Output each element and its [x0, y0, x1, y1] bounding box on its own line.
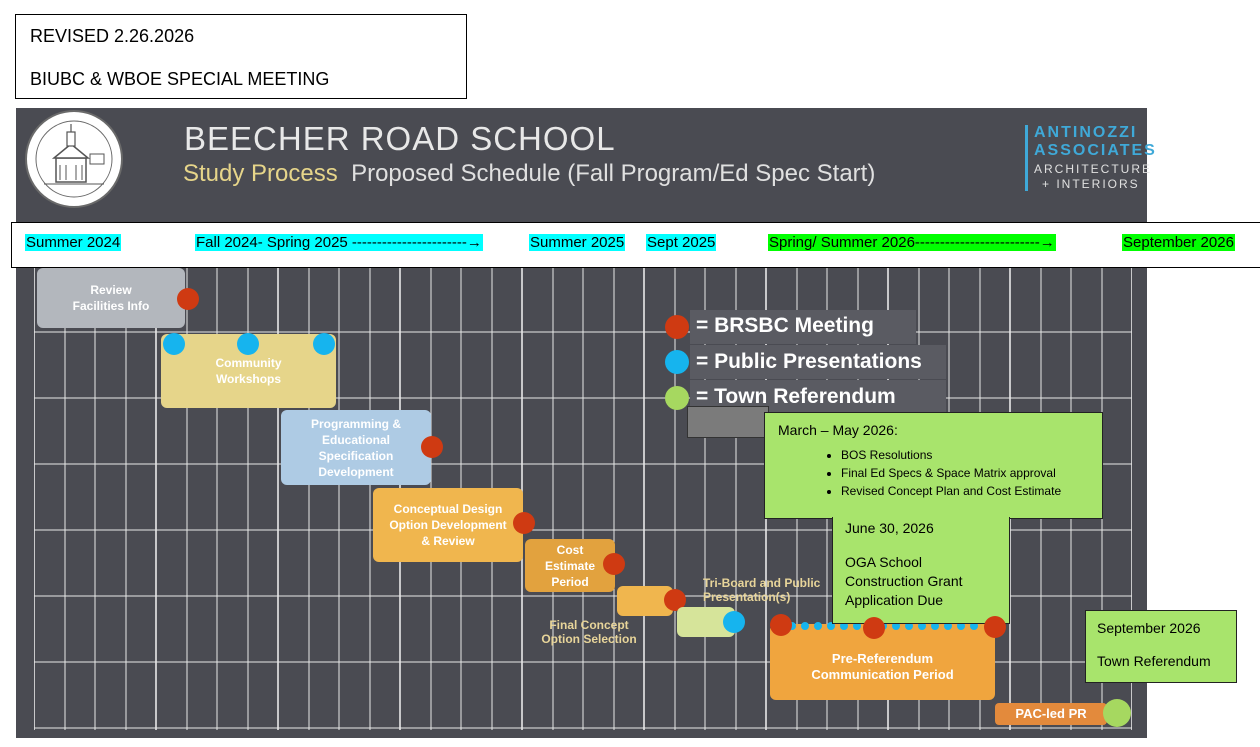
meeting-dot: [513, 512, 535, 534]
september-callout: September 2026 Town Referendum: [1085, 610, 1237, 683]
cost-estimate-block: Cost Estimate Period: [525, 539, 615, 592]
legend-background: [690, 345, 946, 379]
public-dot: [931, 622, 939, 630]
march-may-heading: March – May 2026:: [778, 422, 898, 438]
public-dot: [313, 333, 335, 355]
logo-line-4: + INTERIORS: [1042, 177, 1140, 191]
public-dot: [827, 622, 835, 630]
revision-date: REVISED 2.26.2026: [30, 26, 195, 46]
subtitle-study-process: Study Process: [183, 160, 338, 187]
meeting-dot: [177, 288, 199, 310]
revision-box: REVISED 2.26.2026 BIUBC & WBOE SPECIAL M…: [15, 14, 467, 99]
final-concept-bar: [617, 586, 673, 616]
page-subtitle: Study Process Proposed Schedule (Fall Pr…: [183, 160, 875, 188]
march-item: Revised Concept Plan and Cost Estimate: [841, 482, 1061, 500]
meeting-dot: [863, 617, 885, 639]
meeting-dot: [770, 614, 792, 636]
meeting-dot: [603, 553, 625, 575]
programming-block: Programming & Educational Specification …: [281, 410, 431, 485]
june-date: June 30, 2026: [845, 520, 934, 536]
legend-referendum-dot: [665, 386, 689, 410]
referendum-dot: [1103, 699, 1131, 727]
public-dot: [840, 622, 848, 630]
june-line: OGA School: [845, 554, 923, 570]
public-dot: [970, 622, 978, 630]
legend-public-dot: [665, 350, 689, 374]
june-line: Application Due: [845, 592, 944, 608]
timeline-september-2026: September 2026: [1122, 234, 1235, 251]
legend-meeting-label: = BRSBC Meeting: [696, 314, 874, 337]
september-date: September 2026: [1097, 620, 1201, 636]
meeting-name: BIUBC & WBOE SPECIAL MEETING: [30, 69, 330, 89]
pac-led-pr-block: PAC-led PR: [995, 703, 1107, 725]
logo-line-3: ARCHITECTURE: [1034, 162, 1153, 176]
public-dot: [814, 622, 822, 630]
public-dot: [957, 622, 965, 630]
september-text: Town Referendum: [1097, 653, 1211, 669]
gray-marker-box: [687, 406, 769, 438]
logo-line-1: ANTINOZZI: [1034, 124, 1138, 141]
public-dot: [723, 611, 745, 633]
legend-public-label: = Public Presentations: [696, 350, 922, 373]
public-dot: [944, 622, 952, 630]
timeline-fall-spring: Fall 2024- Spring 2025 -----------------…: [195, 234, 483, 251]
march-may-callout: March – May 2026: BOS Resolutions Final …: [764, 412, 1103, 519]
pre-referendum-block: Pre-Referendum Communication Period: [770, 624, 995, 700]
public-dot: [892, 622, 900, 630]
meeting-dot: [664, 589, 686, 611]
legend-background: [690, 310, 916, 344]
page-title: BEECHER ROAD SCHOOL: [184, 120, 616, 157]
review-facilities-block: Review Facilities Info: [37, 268, 185, 328]
march-item: Final Ed Specs & Space Matrix approval: [841, 464, 1061, 482]
conceptual-design-block: Conceptual Design Option Development & R…: [373, 488, 523, 562]
meeting-dot: [421, 436, 443, 458]
timeline-sept-2025: Sept 2025: [646, 234, 717, 251]
timeline-summer-2024: Summer 2024: [25, 234, 122, 251]
public-dot: [237, 333, 259, 355]
legend-referendum-label: = Town Referendum: [696, 385, 896, 408]
logo-line-2: ASSOCIATES: [1034, 142, 1157, 159]
public-dot: [163, 333, 185, 355]
timeline-header: Summer 2024 Fall 2024- Spring 2025 -----…: [11, 222, 1260, 268]
logo-bar: [1025, 125, 1028, 191]
june-line: Construction Grant: [845, 573, 963, 589]
public-dot: [853, 622, 861, 630]
timeline-spring-summer-2026: Spring/ Summer 2026---------------------…: [768, 234, 1056, 251]
legend-meeting-dot: [665, 315, 689, 339]
triboard-label: Tri-Board and Public Presentation(s): [703, 576, 821, 604]
town-seal-icon: [25, 110, 123, 208]
public-dot: [905, 622, 913, 630]
firm-logo-tagline: ARCHITECTURE + INTERIORS: [1034, 162, 1152, 192]
timeline-summer-2025: Summer 2025: [529, 234, 626, 251]
public-dot: [801, 622, 809, 630]
subtitle-proposed-schedule: Proposed Schedule (Fall Program/Ed Spec …: [351, 160, 876, 187]
march-item: BOS Resolutions: [841, 446, 1061, 464]
final-concept-label: Final Concept Option Selection: [541, 618, 637, 646]
firm-logo-name: ANTINOZZI ASSOCIATES: [1034, 124, 1157, 160]
meeting-dot: [984, 616, 1006, 638]
public-dot: [918, 622, 926, 630]
june-callout: June 30, 2026 OGA School Construction Gr…: [832, 517, 1010, 624]
